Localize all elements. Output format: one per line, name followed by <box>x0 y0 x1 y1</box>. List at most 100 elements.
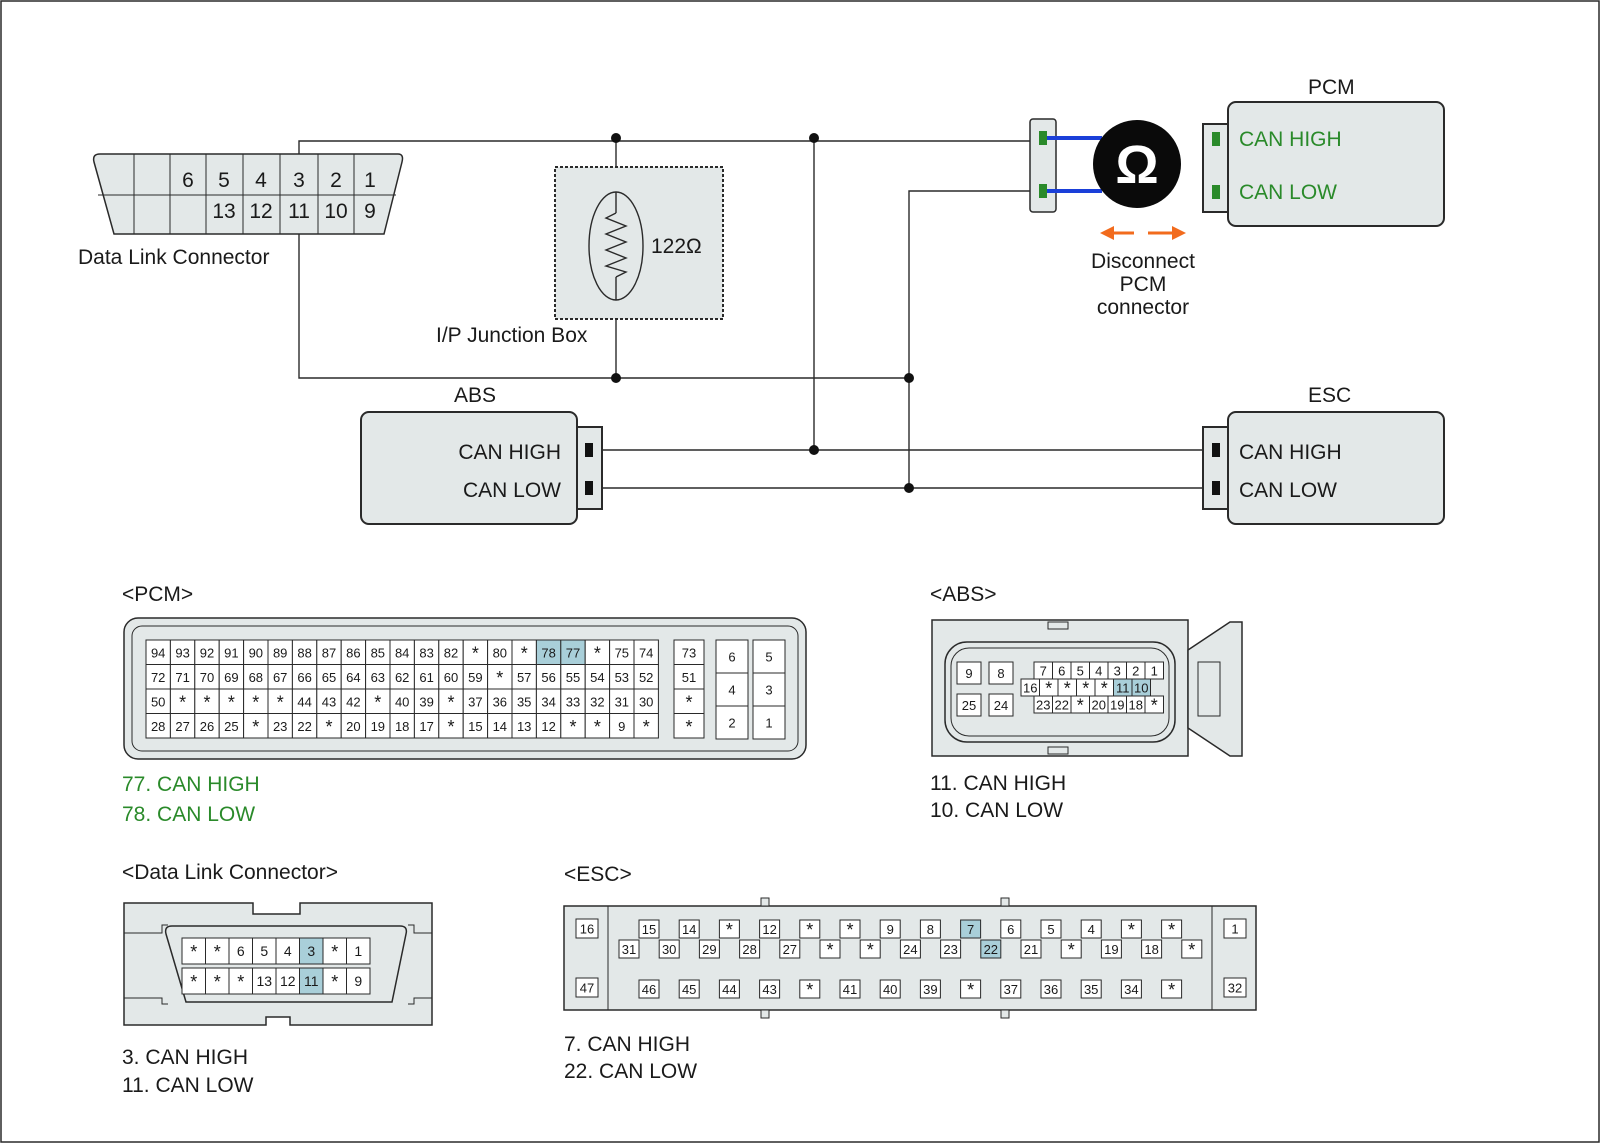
pin-label: 31 <box>615 694 629 709</box>
pin-label: * <box>214 942 221 962</box>
pin-cell <box>365 664 391 690</box>
pin-label: 27 <box>175 719 189 734</box>
ohmmeter-icon <box>1093 120 1181 208</box>
pin-label: 43 <box>322 694 336 709</box>
pin-cell <box>267 713 293 739</box>
pin-label: 73 <box>682 645 696 660</box>
pin-label: 22 <box>297 719 311 734</box>
pin-label: 35 <box>1084 982 1098 997</box>
pin-label: 36 <box>493 694 507 709</box>
pin-cell <box>673 664 705 690</box>
pin-label: 6 <box>1007 922 1014 937</box>
pcm-title: PCM <box>1308 76 1355 99</box>
pin-cell <box>919 979 941 999</box>
pin-cell <box>560 639 586 665</box>
pin-label: 1 <box>1151 664 1158 679</box>
abs-module: ABS CAN HIGH CAN LOW <box>360 384 603 525</box>
pin-label: 90 <box>249 645 263 660</box>
pin-label: 15 <box>468 719 482 734</box>
pin-label: * <box>1168 980 1175 1000</box>
pin-cell <box>799 919 821 939</box>
pin-label: 50 <box>151 694 165 709</box>
pin-label: 57 <box>517 670 531 685</box>
pin-label: 46 <box>642 982 656 997</box>
pin-label: 36 <box>1044 982 1058 997</box>
pin-label: 12 <box>762 922 776 937</box>
pin-label: 19 <box>1110 698 1124 713</box>
pin-cell <box>560 713 586 739</box>
pin-label: * <box>867 940 874 960</box>
ohm-symbol: Ω <box>1115 135 1158 195</box>
pin-label: 4 <box>1088 922 1095 937</box>
pin-cell <box>715 672 749 707</box>
pin-label: 14 <box>682 922 696 937</box>
pin-label: 65 <box>322 670 336 685</box>
pin-cell <box>678 979 700 999</box>
pin-label: 34 <box>1124 982 1138 997</box>
pin-label: 53 <box>615 670 629 685</box>
pin-cell <box>1000 979 1022 999</box>
pin-cell <box>839 979 861 999</box>
pin-cell <box>243 713 269 739</box>
pin-label: 85 <box>371 645 385 660</box>
pin-label: * <box>1082 679 1089 699</box>
pin-cell <box>819 939 841 959</box>
pin-cell <box>584 688 611 714</box>
pin-cell <box>535 639 562 665</box>
pin-label: 84 <box>395 645 409 660</box>
pin-label: * <box>447 717 454 737</box>
pin-label: 19 <box>1104 942 1118 957</box>
pin-label: 89 <box>273 645 287 660</box>
esc-can-low: CAN LOW <box>1239 479 1337 502</box>
pin-label: * <box>252 692 259 712</box>
pin-label: 77 <box>566 645 580 660</box>
pin-cell <box>715 639 749 674</box>
pin-cell <box>1141 939 1163 959</box>
pin-label: * <box>190 972 197 992</box>
pin-label: 59 <box>468 670 482 685</box>
pin-cell <box>1223 977 1247 998</box>
pin-label: 5 <box>1047 922 1054 937</box>
pin-cell <box>346 937 371 965</box>
pin-cell <box>1120 919 1142 939</box>
pin-cell <box>438 688 464 714</box>
pin-label: 16 <box>580 922 594 937</box>
pin-label: * <box>1188 940 1195 960</box>
pin-cell <box>678 919 700 939</box>
pin-label: 37 <box>468 694 482 709</box>
pin-label: 52 <box>639 670 653 685</box>
pin-label: * <box>1064 679 1071 699</box>
pin-label: 42 <box>346 694 360 709</box>
pin-label: 25 <box>224 719 238 734</box>
pin-cell <box>243 664 269 690</box>
pin-label: * <box>1101 679 1108 699</box>
pin-label: 34 <box>541 694 555 709</box>
pin-cell <box>673 713 705 739</box>
pin-label: 82 <box>444 645 458 660</box>
pin-label: 2 <box>330 169 342 192</box>
abs-title: ABS <box>454 384 496 407</box>
pin-label: * <box>1151 696 1158 716</box>
pin-cell <box>609 664 635 690</box>
pin-cell <box>462 664 489 690</box>
pin-cell <box>956 693 982 717</box>
pcm-legend-2: 78. CAN LOW <box>122 803 255 826</box>
dlc-label: Data Link Connector <box>78 246 269 269</box>
pin-label: 5 <box>260 943 268 959</box>
pin-label: * <box>826 940 833 960</box>
pin-cell <box>638 919 660 939</box>
pin-label: 12 <box>249 200 272 223</box>
pin-label: 51 <box>682 670 696 685</box>
pcm-can-low: CAN LOW <box>1239 181 1337 204</box>
pin-label: 30 <box>662 942 676 957</box>
pin-label: * <box>685 717 692 737</box>
pin-label: 23 <box>1036 698 1050 713</box>
pin-label: 64 <box>346 670 360 685</box>
pin-label: 45 <box>682 982 696 997</box>
pin-cell <box>752 705 786 740</box>
pin-cell <box>1000 919 1022 939</box>
pin-label: 67 <box>273 670 287 685</box>
